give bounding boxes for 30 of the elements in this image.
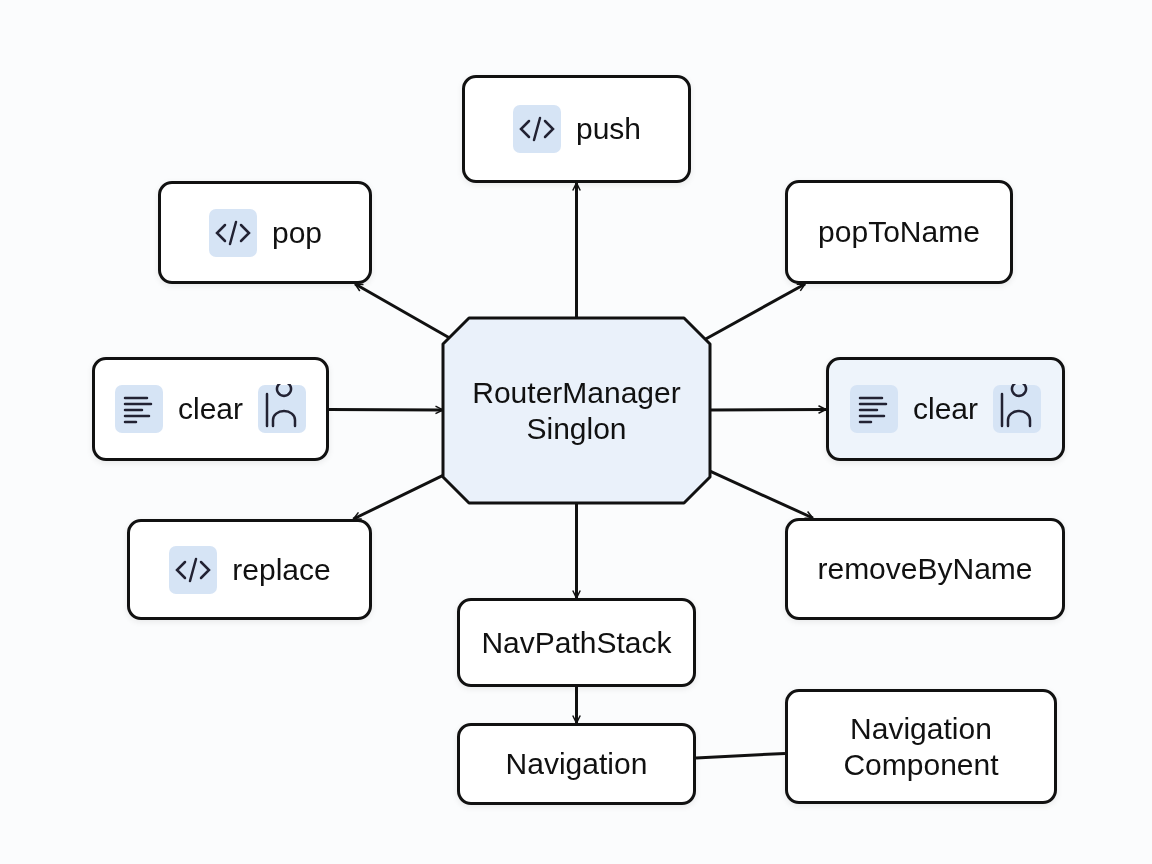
node-label: clear [913,391,978,427]
arrow [329,405,444,415]
arrow [354,282,450,340]
process-box [826,357,1065,461]
arrow [704,282,806,341]
process-box [127,519,372,620]
process-box [785,689,1057,804]
connector-line [695,751,786,760]
node-label: Navigation [505,746,648,782]
process-box [462,75,691,183]
process-box [158,181,372,284]
node-label: RouterManager Singlon [471,374,682,447]
node-label: clear [178,391,243,427]
process-box [457,598,696,687]
arrow [352,474,444,521]
arrow [572,687,581,724]
node-label: Navigation Component [842,710,1000,783]
node-label: replace [232,551,331,588]
process-box [785,518,1065,620]
node-label: popToName [818,214,980,250]
arrow [710,405,827,414]
node-label: NavPathStack [481,624,672,661]
node-label: pop [271,214,323,251]
node-label: removeByName [817,551,1033,587]
process-box [785,180,1013,284]
arrow [572,182,581,318]
process-box [92,357,329,461]
node-label: push [575,111,642,147]
arrow [572,503,581,599]
process-box [457,723,696,805]
